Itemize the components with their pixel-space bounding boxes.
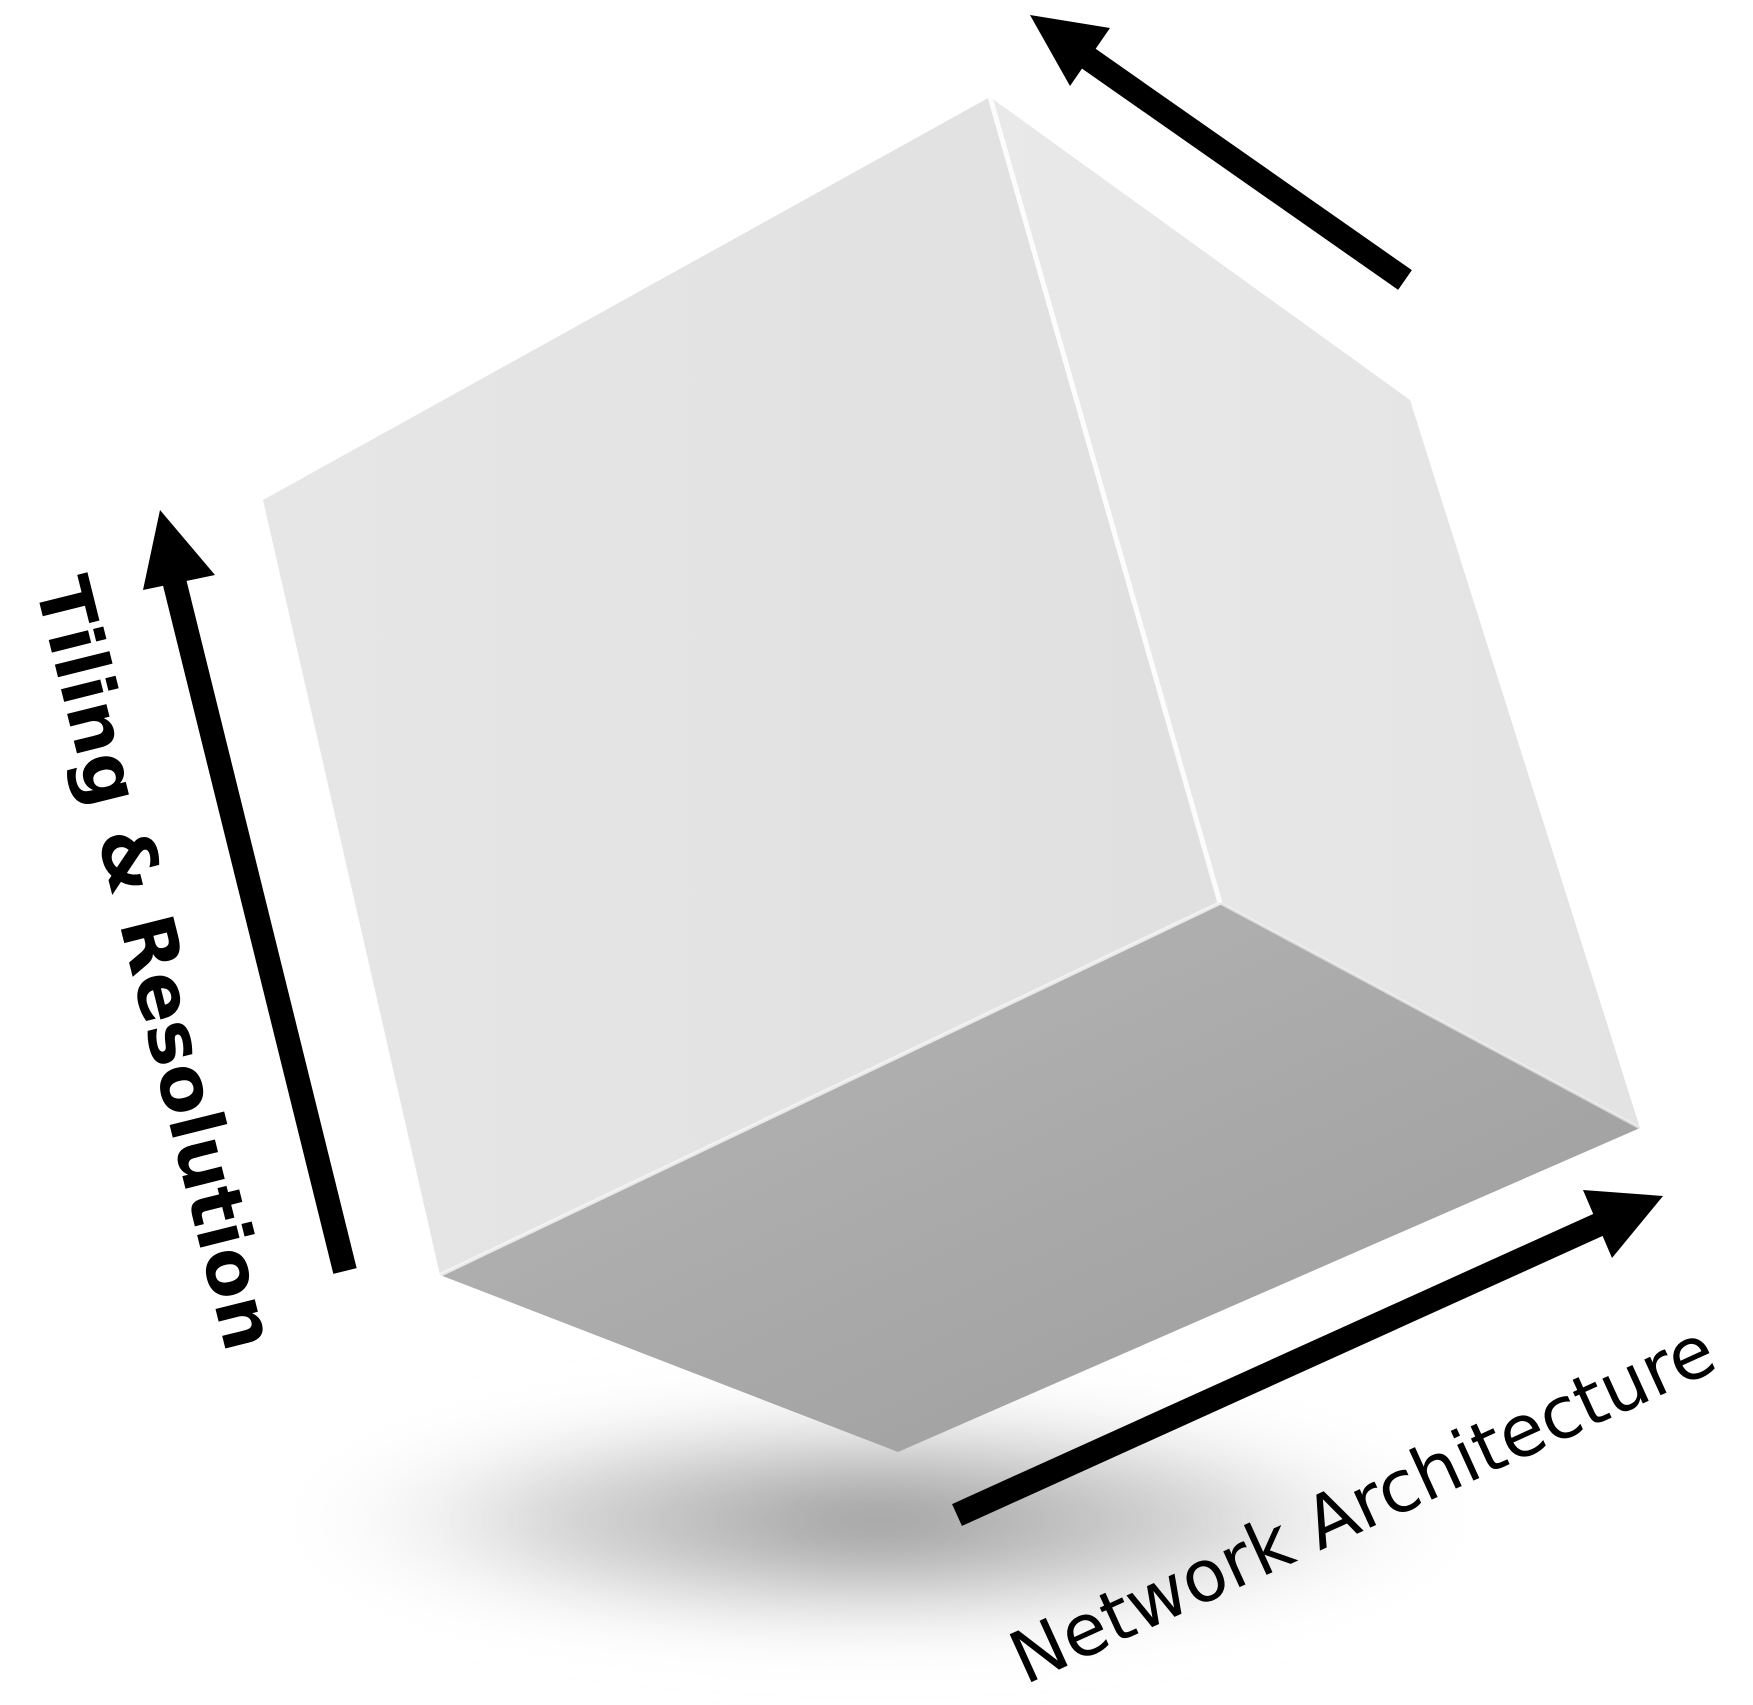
arrowhead-icon — [1583, 1190, 1663, 1258]
cube — [263, 96, 1641, 1452]
cube-face-left — [263, 97, 1220, 1275]
arrow-icon — [161, 573, 357, 1274]
cube-shadow — [260, 1385, 1500, 1655]
arrowhead-icon — [1030, 15, 1110, 86]
cube-edge-lower-left — [439, 901, 1221, 1277]
arrowhead-icon — [143, 510, 215, 590]
cube-edge-vertical — [987, 96, 1223, 904]
arrow-icon — [952, 1213, 1605, 1526]
cube-face-bottom — [440, 903, 1640, 1452]
arrow-icon — [1068, 39, 1412, 290]
arrow-top-right — [1030, 15, 1412, 290]
cube-face-right — [990, 97, 1640, 1128]
arrow-bottom-right — [952, 1190, 1663, 1526]
cube-edge-lower-right — [1219, 901, 1641, 1130]
label-tiling-resolution: Tiling & Resolution — [18, 569, 293, 1359]
arrow-left — [143, 510, 357, 1274]
